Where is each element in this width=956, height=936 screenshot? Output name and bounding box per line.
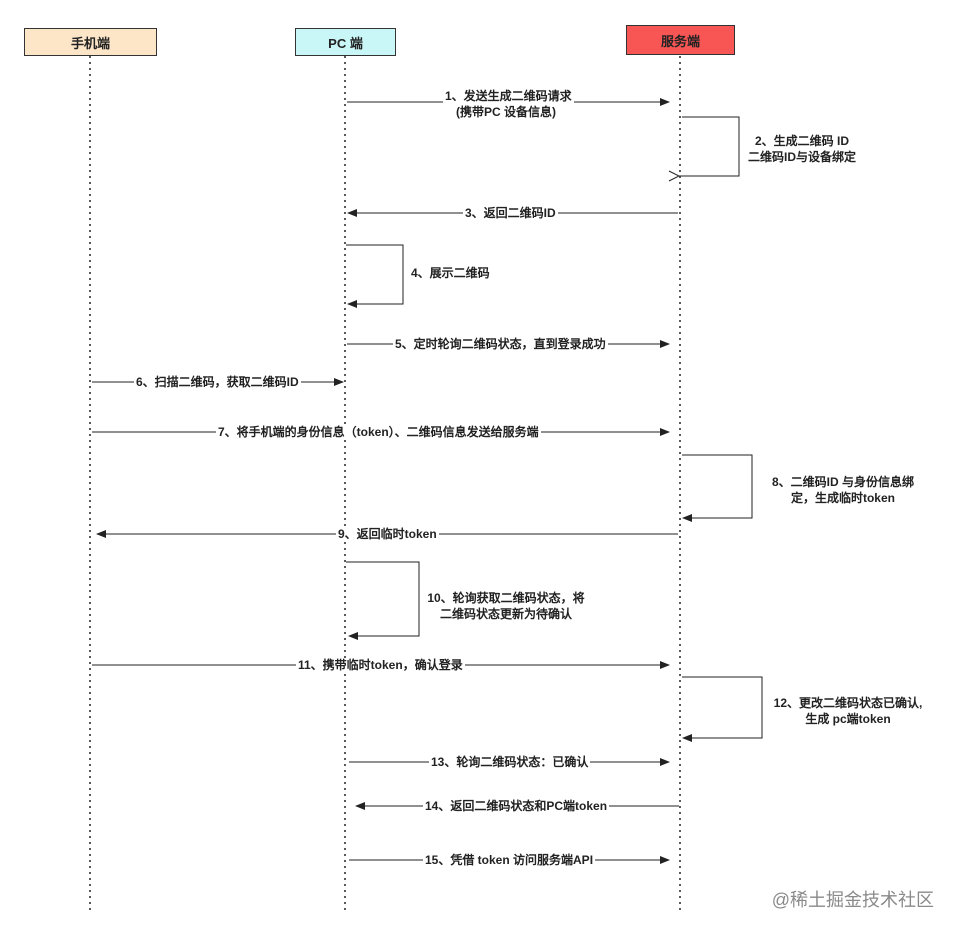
actor-mobile-label: 手机端 xyxy=(70,35,110,51)
message-label-12-line2: 生成 pc端token xyxy=(805,712,891,726)
message-label-4: 4、展示二维码 xyxy=(411,266,490,280)
message-label-12-line1: 12、更改二维码状态已确认, xyxy=(773,696,923,710)
message-label-10-line2: 二维码状态更新为待确认 xyxy=(439,607,572,621)
message-label-13: 13、轮询二维码状态：已确认 xyxy=(429,755,591,769)
message-label-2-line1: 2、生成二维码 ID xyxy=(754,134,849,148)
message-arrow-8 xyxy=(682,454,753,522)
message-arrow-12 xyxy=(682,676,763,742)
message-label-7: 7、将手机端的身份信息（token）、二维码信息发送给服务端 xyxy=(216,425,541,439)
actor-server-label: 服务端 xyxy=(660,33,700,49)
message-label-5: 5、定时轮询二维码状态，直到登录成功 xyxy=(393,337,608,351)
actor-mobile: 手机端 xyxy=(24,28,157,56)
message-arrow-2 xyxy=(679,116,740,176)
actor-pc-label: PC 端 xyxy=(328,35,363,51)
message-label-14: 14、返回二维码状态和PC端token xyxy=(423,799,610,813)
message-arrow-4 xyxy=(346,244,404,308)
message-label-11: 11、携带临时token，确认登录 xyxy=(296,658,465,672)
message-label-2-line2: 二维码ID与设备绑定 xyxy=(747,150,856,164)
message-label-3: 3、返回二维码ID xyxy=(463,206,558,220)
message-label-10: 10、轮询获取二维码状态，将 二维码状态更新为待确认 xyxy=(423,590,589,622)
actor-pc: PC 端 xyxy=(295,28,396,56)
message-label-2: 2、生成二维码 ID 二维码ID与设备绑定 xyxy=(740,133,864,165)
message-label-8: 8、二维码ID 与身份信息绑 定，生成临时token xyxy=(768,474,918,506)
message-label-1: 1、发送生成二维码请求 xyxy=(443,89,574,103)
message-label-8-line1: 8、二维码ID 与身份信息绑 xyxy=(771,475,914,489)
actor-server: 服务端 xyxy=(626,25,735,55)
message-label-12: 12、更改二维码状态已确认, 生成 pc端token xyxy=(768,695,928,727)
message-label-15: 15、凭借 token 访问服务端API xyxy=(423,853,596,867)
message-arrow-10 xyxy=(346,561,420,640)
message-label-8-line2: 定，生成临时token xyxy=(790,491,895,505)
message-label-10-line1: 10、轮询获取二维码状态，将 xyxy=(427,591,585,605)
watermark: @稀土掘金技术社区 xyxy=(771,890,934,910)
message-label-9: 9、返回临时token xyxy=(336,527,439,541)
message-label-6: 6、扫描二维码，获取二维码ID xyxy=(134,375,301,389)
message-label-1-sub: (携带PC 设备信息) xyxy=(454,105,558,119)
